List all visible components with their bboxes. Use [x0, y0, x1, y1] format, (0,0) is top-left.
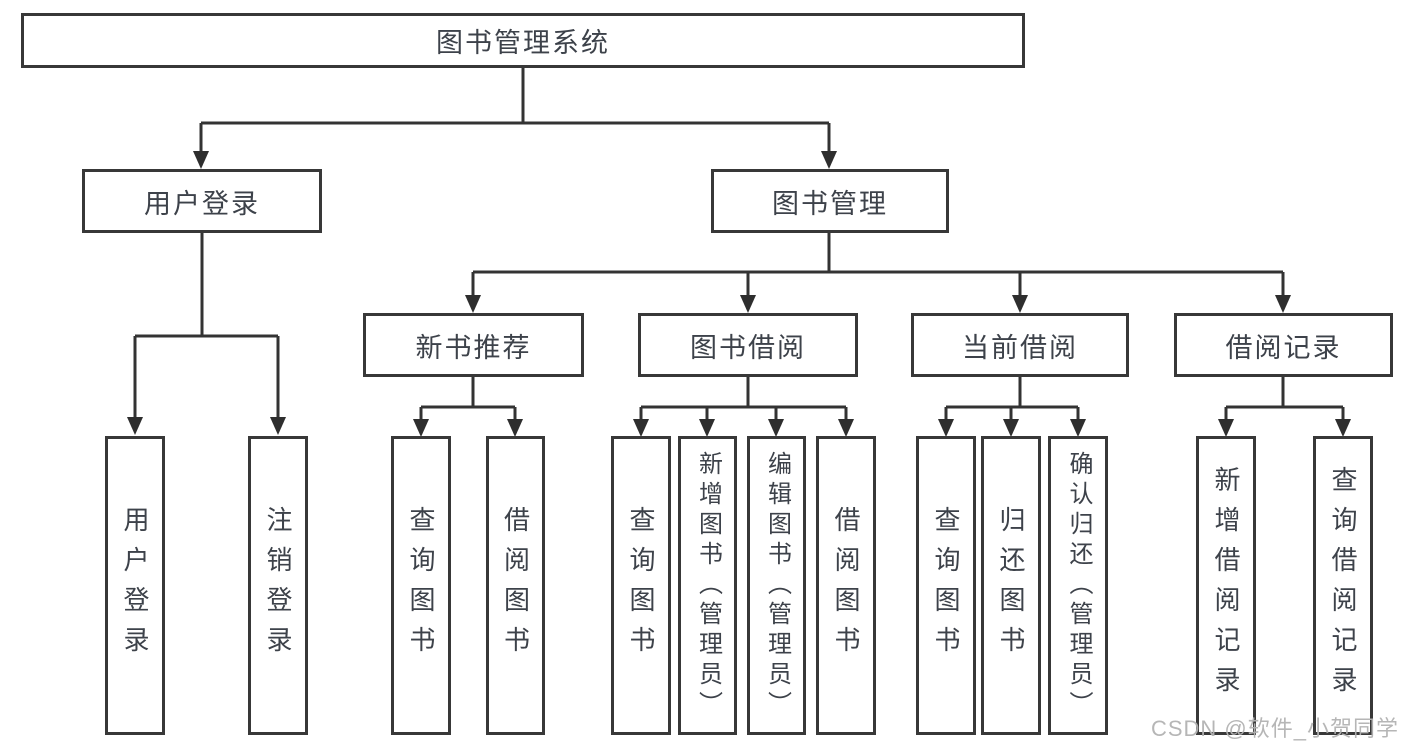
- node-label: 用户登录: [144, 188, 260, 219]
- node-label: 查询图书: [931, 505, 961, 666]
- csdn-watermark: CSDN @软件_小贺同学: [1150, 716, 1399, 741]
- arrowheads: [127, 151, 1351, 437]
- node-label: 新书推荐: [415, 332, 532, 363]
- leaf-search-books-recommend: 查询图书: [391, 436, 451, 735]
- leaf-edit-books-admin: 编辑图书（管理员）: [747, 436, 806, 735]
- node-label: 编辑图书（管理员）: [763, 450, 791, 721]
- node-borrow-records: 借阅记录: [1174, 313, 1393, 377]
- node-label: 用户登录: [120, 505, 150, 666]
- node-label: 注销登录: [263, 505, 293, 666]
- leaf-add-borrow-record: 新增借阅记录: [1196, 436, 1256, 735]
- connector-paths: [133, 68, 1345, 421]
- leaf-search-books-current: 查询图书: [916, 436, 976, 735]
- node-label: 图书借阅: [690, 332, 806, 363]
- node-label: 借阅图书: [831, 505, 861, 666]
- node-book-management: 图书管理: [711, 169, 949, 233]
- leaf-add-books-admin: 新增图书（管理员）: [678, 436, 737, 735]
- node-label: 图书管理系统: [436, 28, 610, 58]
- node-current-borrowing: 当前借阅: [911, 313, 1129, 377]
- leaf-return-books: 归还图书: [981, 436, 1041, 735]
- node-label: 查询借阅记录: [1328, 465, 1358, 706]
- leaf-search-books-borrowing: 查询图书: [611, 436, 671, 735]
- node-label: 当前借阅: [962, 332, 1078, 363]
- node-label: 归还图书: [996, 505, 1026, 666]
- leaf-user-login: 用户登录: [105, 436, 165, 735]
- leaf-search-borrow-record: 查询借阅记录: [1313, 436, 1373, 735]
- node-label: 新增图书（管理员）: [694, 450, 722, 721]
- node-root-system: 图书管理系统: [21, 13, 1025, 68]
- node-label: 新增借阅记录: [1211, 465, 1241, 706]
- node-label: 确认归还（管理员）: [1065, 450, 1092, 721]
- node-book-borrowing: 图书借阅: [638, 313, 858, 377]
- leaf-borrow-books: 借阅图书: [816, 436, 876, 735]
- leaf-logout: 注销登录: [248, 436, 308, 735]
- node-label: 查询图书: [406, 505, 436, 666]
- node-new-book-recommend: 新书推荐: [363, 313, 584, 377]
- leaf-borrow-books-recommend: 借阅图书: [486, 436, 545, 735]
- node-user-login: 用户登录: [82, 169, 322, 233]
- node-label: 查询图书: [626, 505, 656, 666]
- node-label: 图书管理: [772, 188, 888, 219]
- node-label: 借阅记录: [1225, 332, 1342, 363]
- node-label: 借阅图书: [500, 505, 531, 666]
- leaf-confirm-return-admin: 确认归还（管理员）: [1048, 436, 1108, 735]
